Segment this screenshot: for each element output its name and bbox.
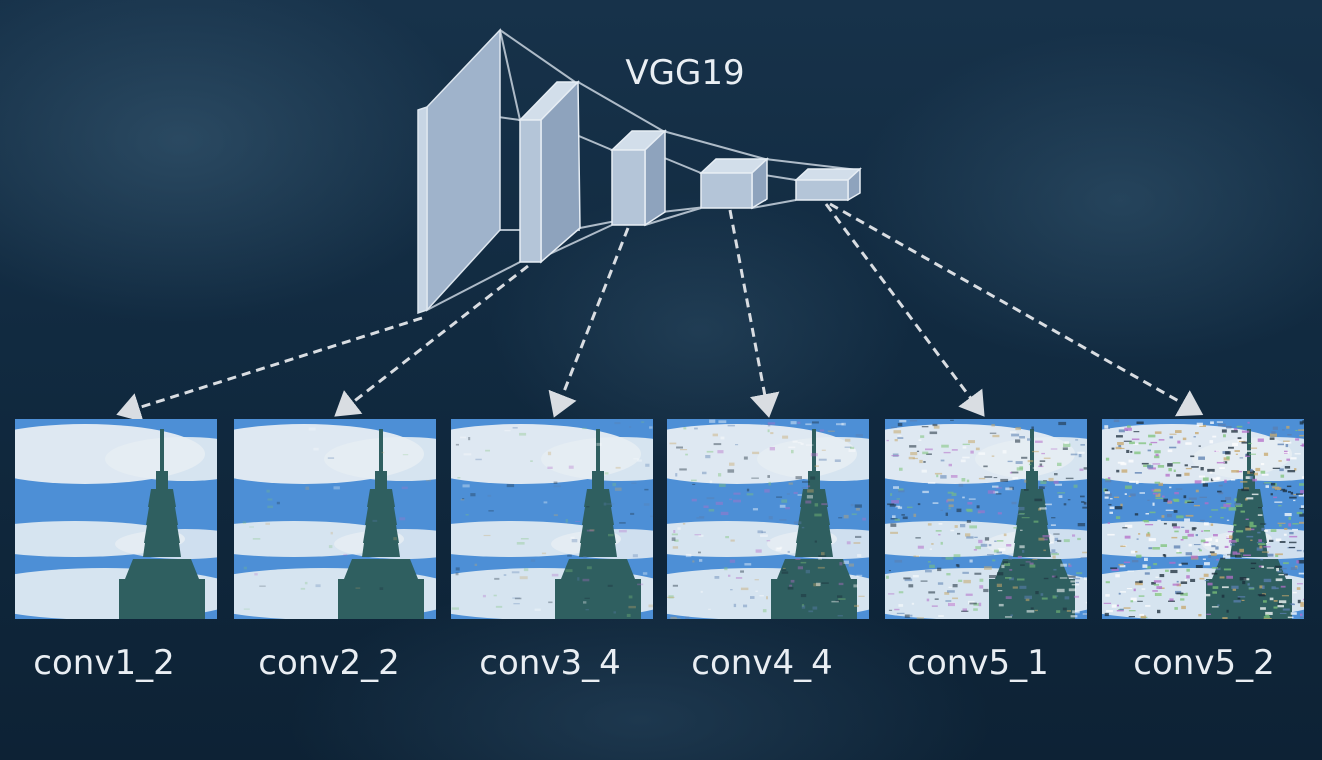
block-3-front xyxy=(611,149,646,226)
tower-image xyxy=(15,419,217,619)
layer-label-1: conv1_2 xyxy=(33,643,175,683)
reconstruction-thumbnail-4 xyxy=(667,419,869,619)
taipei-101-tower xyxy=(771,429,857,619)
taipei-101-tower xyxy=(338,429,424,619)
block-4-front xyxy=(700,172,753,209)
layer-label-2: conv2_2 xyxy=(258,643,400,683)
reconstruction-thumbnail-5 xyxy=(885,419,1087,619)
arrow-to-conv3_4 xyxy=(548,227,630,418)
reconstruction-thumbnail-1 xyxy=(15,419,217,619)
reconstruction-thumbnail-2 xyxy=(234,419,436,619)
layer-label-4: conv4_4 xyxy=(691,643,833,683)
arrow-to-conv5_1 xyxy=(824,203,985,417)
dashed-arrows xyxy=(116,202,1204,422)
layer-block-2 xyxy=(518,80,581,264)
tower-image xyxy=(667,419,869,619)
layer-block-5 xyxy=(794,167,862,202)
arrow-to-conv2_2 xyxy=(334,264,529,417)
tower-image xyxy=(234,419,436,619)
network-title: VGG19 xyxy=(625,53,745,93)
block-1-front xyxy=(417,105,428,315)
layer-label-6: conv5_2 xyxy=(1133,643,1275,683)
taipei-101-tower xyxy=(555,429,641,619)
layer-block-1 xyxy=(417,28,501,315)
arrow-to-conv1_2 xyxy=(116,316,423,422)
layer-label-3: conv3_4 xyxy=(479,643,621,683)
arrow-to-conv4_4 xyxy=(728,209,780,418)
tower-image xyxy=(451,419,653,619)
tower-image xyxy=(1102,419,1304,619)
reconstruction-thumbnail-3 xyxy=(451,419,653,619)
block-5-front xyxy=(795,179,849,201)
block-1-side xyxy=(426,28,501,312)
reconstruction-thumbnail-6 xyxy=(1102,419,1304,619)
arrow-to-conv5_2 xyxy=(829,202,1204,417)
block-2-front xyxy=(519,119,542,263)
tower-image xyxy=(885,419,1087,619)
layer-block-3 xyxy=(610,129,667,227)
layer-block-4 xyxy=(699,157,769,210)
taipei-101-tower xyxy=(119,429,205,619)
layer-label-5: conv5_1 xyxy=(907,643,1049,683)
